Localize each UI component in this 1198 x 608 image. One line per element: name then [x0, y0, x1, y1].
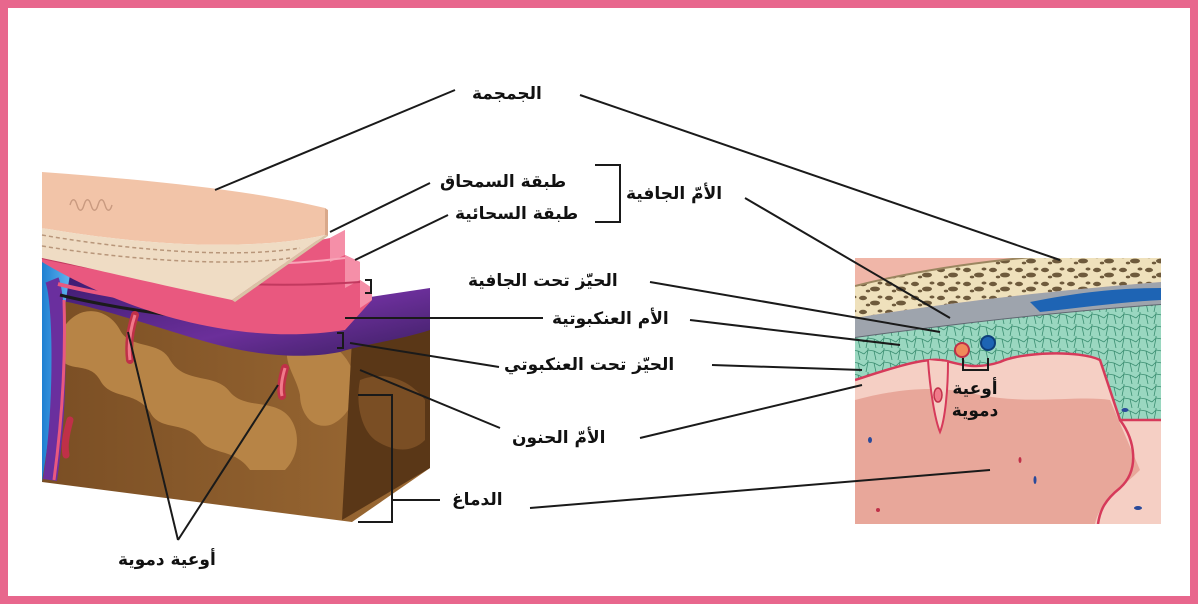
- label-dura-mater: الأمّ الجافية: [626, 184, 723, 204]
- label-arachnoid-mater: الأم العنكبوتية: [552, 309, 669, 329]
- label-pia-mater: الأمّ الحنون: [512, 428, 606, 448]
- leader-lines: [127, 89, 1061, 541]
- label-brain: الدماغ: [452, 490, 503, 510]
- right-cross-section: [855, 258, 1161, 524]
- label-blood-vessels-right-line2: دموية: [951, 401, 999, 421]
- subarachnoid-section: [855, 305, 1161, 420]
- label-meningeal-layer: طبقة السحائية: [455, 204, 579, 224]
- label-subarachnoid-space: الحيّز تحت العنكبوتي: [504, 355, 675, 375]
- label-blood-vessels-right: أوعية دموية: [945, 378, 1005, 422]
- label-blood-vessels-right-line1: أوعية: [952, 379, 998, 399]
- left-illustration: [41, 172, 430, 522]
- skull-section: [855, 258, 1161, 318]
- brain-gyri: [62, 311, 297, 470]
- label-skull: الجمجمة: [472, 84, 542, 104]
- label-blood-vessels-left: أوعية دموية: [118, 550, 216, 570]
- label-subdural-space: الحيّز تحت الجافية: [468, 271, 618, 291]
- label-periosteal-layer: طبقة السمحاق: [440, 172, 567, 192]
- blood-vessel: [954, 342, 970, 358]
- skull-layer: [42, 172, 325, 245]
